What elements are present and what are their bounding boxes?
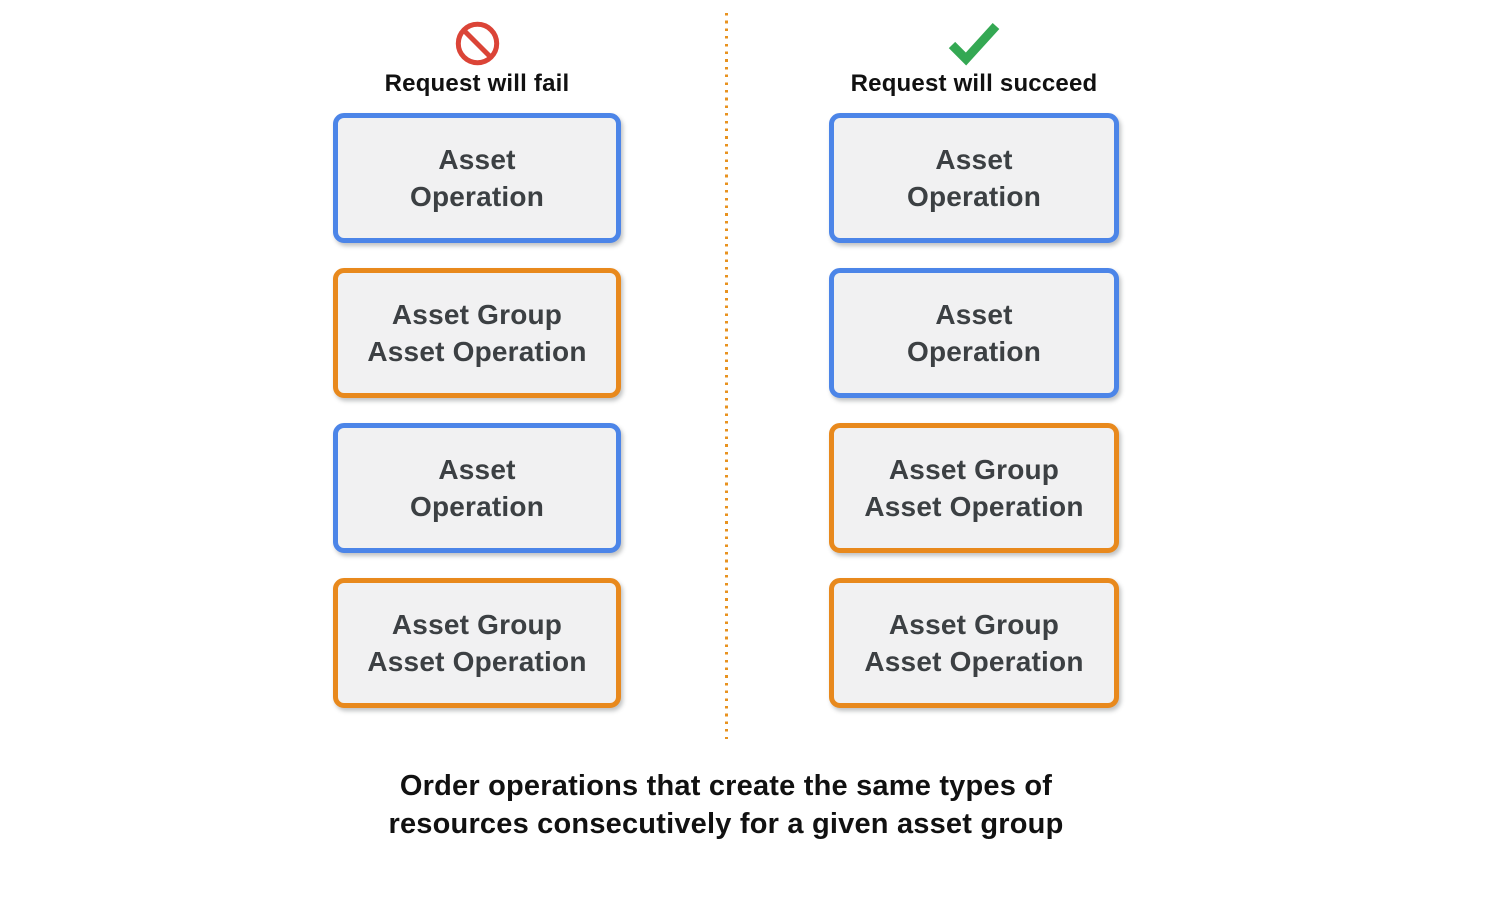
- box-label: Asset Group Asset Operation: [367, 299, 587, 367]
- box-asset-operation: Asset Operation: [829, 268, 1119, 398]
- box-label: Asset Group Asset Operation: [864, 454, 1084, 522]
- succeed-box-list: Asset Operation Asset Operation Asset Gr…: [829, 113, 1119, 708]
- box-label: Asset Group Asset Operation: [864, 609, 1084, 677]
- fail-box-list: Asset Operation Asset Group Asset Operat…: [333, 113, 621, 708]
- fail-column: Request will fail Asset Operation Asset …: [333, 0, 621, 708]
- box-asset-group-asset-operation: Asset Group Asset Operation: [333, 578, 621, 708]
- succeed-column: Request will succeed Asset Operation Ass…: [829, 0, 1119, 708]
- box-asset-operation: Asset Operation: [333, 423, 621, 553]
- box-label: Asset Operation: [906, 144, 1042, 212]
- prohibited-icon: [455, 19, 500, 67]
- succeed-column-title: Request will succeed: [850, 70, 1098, 97]
- box-label: Asset Operation: [906, 299, 1042, 367]
- checkmark-icon: [945, 19, 1003, 67]
- diagram-caption: Order operations that create the same ty…: [388, 770, 1064, 840]
- box-label: Asset Group Asset Operation: [367, 609, 587, 677]
- fail-column-title: Request will fail: [384, 70, 570, 97]
- box-asset-operation: Asset Operation: [333, 113, 621, 243]
- box-asset-group-asset-operation: Asset Group Asset Operation: [829, 423, 1119, 553]
- box-asset-group-asset-operation: Asset Group Asset Operation: [333, 268, 621, 398]
- box-asset-group-asset-operation: Asset Group Asset Operation: [829, 578, 1119, 708]
- dotted-divider-line: [725, 13, 728, 739]
- box-label: Asset Operation: [409, 454, 545, 522]
- box-label: Asset Operation: [409, 144, 545, 212]
- box-asset-operation: Asset Operation: [829, 113, 1119, 243]
